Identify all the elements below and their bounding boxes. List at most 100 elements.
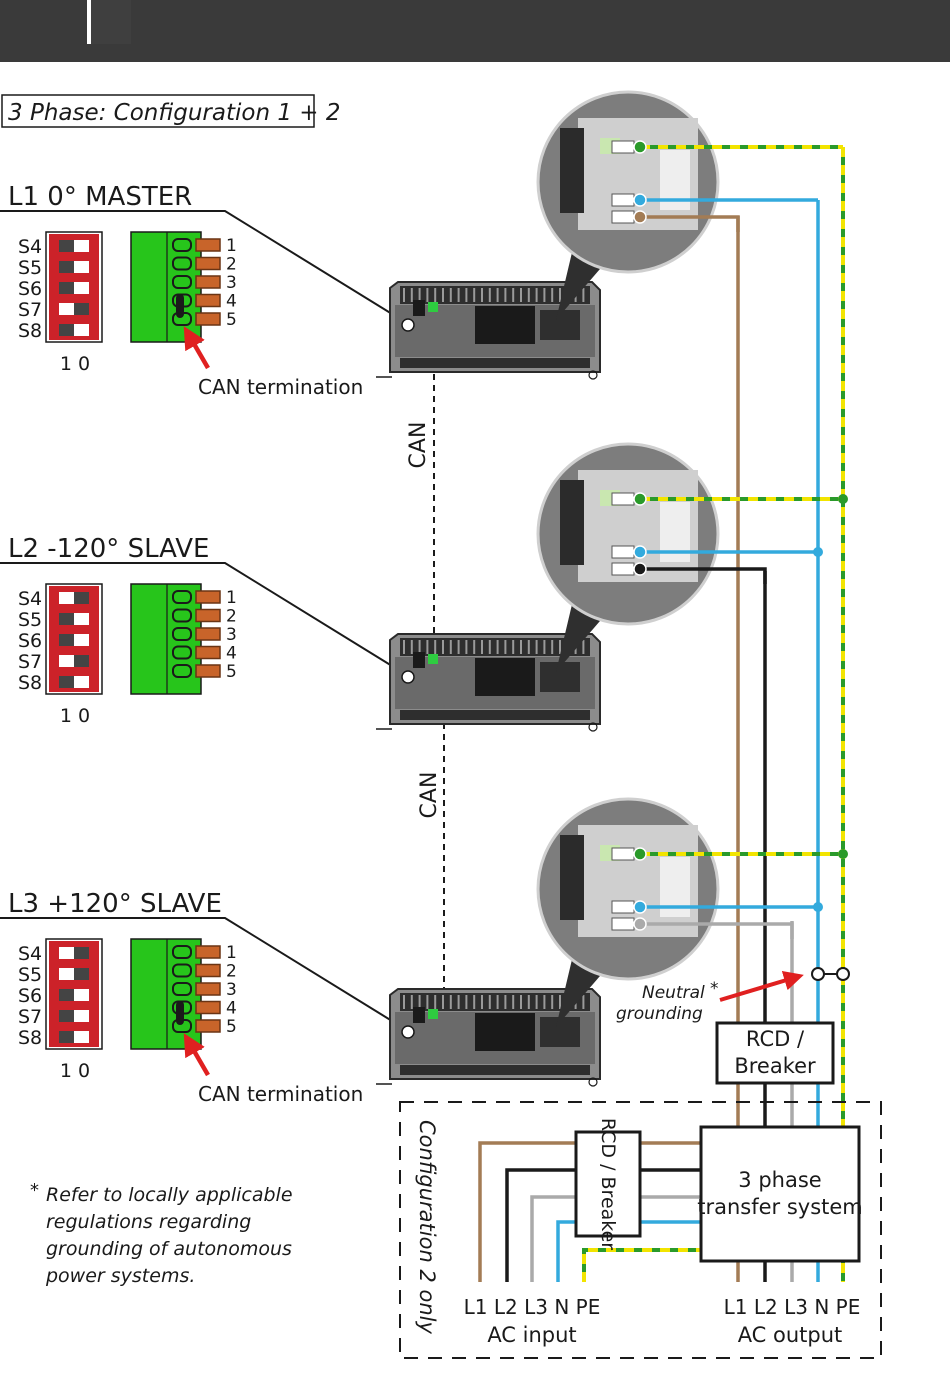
unit-title: L2 -120° SLAVE (8, 534, 210, 564)
switch-knob (59, 324, 74, 336)
bottom-vent (400, 1065, 590, 1075)
switch-label: S5 (18, 964, 42, 986)
terminal-zoom (536, 90, 720, 320)
zoom-clamp (611, 210, 635, 224)
switch-knob (74, 655, 89, 667)
n-connection (633, 193, 647, 207)
pin-number: 4 (226, 999, 237, 1019)
terminal-screw (172, 982, 192, 996)
ac-output-label: AC output (738, 1323, 843, 1347)
rcd-label: Breaker (734, 1054, 816, 1078)
zoom-clamp (611, 492, 635, 506)
switch-label: S4 (18, 943, 42, 965)
transfer-system-box (699, 1125, 861, 1263)
pin-number: 3 (226, 625, 237, 645)
pe-connection (633, 140, 647, 154)
can-jumper (176, 1001, 184, 1025)
footnote: * Refer to locally applicable regulation… (30, 1180, 293, 1287)
rcd-label: RCD / (746, 1027, 805, 1051)
switch-label: S4 (18, 588, 42, 610)
pin-number: 5 (226, 662, 237, 682)
rcd-breaker-output: RCD / Breaker (715, 1021, 835, 1085)
leader-dot (401, 670, 415, 684)
rcd-box (715, 1021, 835, 1085)
neutral-label: Neutral (642, 983, 705, 1003)
header-bar (0, 0, 950, 62)
pin-number: 1 (226, 588, 237, 608)
switch-scale: 1 0 (60, 705, 90, 727)
pin-number: 3 (226, 980, 237, 1000)
can-label: CAN (417, 772, 442, 819)
footnote-star: * (30, 1180, 39, 1201)
mount-hole (588, 370, 598, 380)
inner-compartment (475, 658, 535, 696)
zoom-shadow (560, 480, 584, 565)
footnote-line: regulations regarding (46, 1211, 251, 1233)
can-termination-arrow (183, 1033, 210, 1077)
switch-label: S7 (18, 299, 42, 321)
pin-number: 2 (226, 255, 237, 275)
can-cables: CAN CAN (406, 330, 445, 1030)
pin-number: 5 (226, 310, 237, 330)
inner-compartment (475, 306, 535, 344)
config2-label: Configuration 2 only (415, 1120, 439, 1334)
terminal-screw (172, 256, 192, 271)
terminal-screw (172, 590, 192, 604)
switch-knob (59, 634, 74, 646)
line-wire (640, 215, 740, 232)
terminal-screw (172, 664, 192, 678)
switch-label: S7 (18, 651, 42, 673)
switch-knob (74, 592, 89, 604)
switch-label: S8 (18, 320, 42, 342)
comm-port (413, 300, 425, 316)
switch-label: S7 (18, 1006, 42, 1028)
pin-number: 2 (226, 962, 237, 982)
can-port (428, 654, 438, 664)
switch-label: S8 (18, 672, 42, 694)
input-wire-l2 (505, 1168, 576, 1282)
zoom-clamp (611, 917, 635, 931)
terminal-pin (195, 256, 221, 271)
can-termination-arrow (183, 326, 210, 370)
can-termination-label: CAN termination (198, 1082, 363, 1106)
terminal-wires (633, 847, 848, 939)
switch-knob (59, 989, 74, 1001)
switch-label: S6 (18, 630, 42, 652)
terminal-screw (172, 945, 192, 959)
terminal-screw (172, 238, 192, 252)
input-wire-n (556, 1220, 576, 1282)
mount-hole (588, 722, 598, 732)
line-wire (640, 567, 767, 584)
terminal-pin (195, 664, 221, 678)
zoom-clamp (611, 140, 635, 154)
terminal-pin (195, 627, 221, 641)
n-connection (633, 900, 647, 914)
junction-dot (813, 902, 823, 912)
terminal-pin (195, 963, 221, 978)
pin-number: 1 (226, 943, 237, 963)
switch-knob (59, 1031, 74, 1043)
leader-line (0, 562, 406, 675)
footnote-line: Refer to locally applicable (46, 1184, 293, 1206)
transfer-label: transfer system (697, 1195, 863, 1219)
switch-label: S6 (18, 278, 42, 300)
input-wire-pe-yellow (582, 1248, 700, 1282)
pin-number: 4 (226, 292, 237, 312)
junction-dot (813, 547, 823, 557)
unit-title: L3 +120° SLAVE (8, 889, 222, 919)
terminal-screw (172, 627, 192, 641)
switch-knob (59, 261, 74, 273)
terminal-pin (195, 275, 221, 289)
can-port (428, 302, 438, 312)
ac-output-terminals: L1 L2 L3 N PE (724, 1295, 861, 1319)
cooling-fins (400, 286, 590, 304)
pin-number: 5 (226, 1017, 237, 1037)
terminal-pin (195, 312, 221, 326)
l-connection (633, 562, 647, 576)
page-title: 3 Phase: Configuration 1 + 2 (8, 100, 341, 126)
comm-port (413, 652, 425, 668)
